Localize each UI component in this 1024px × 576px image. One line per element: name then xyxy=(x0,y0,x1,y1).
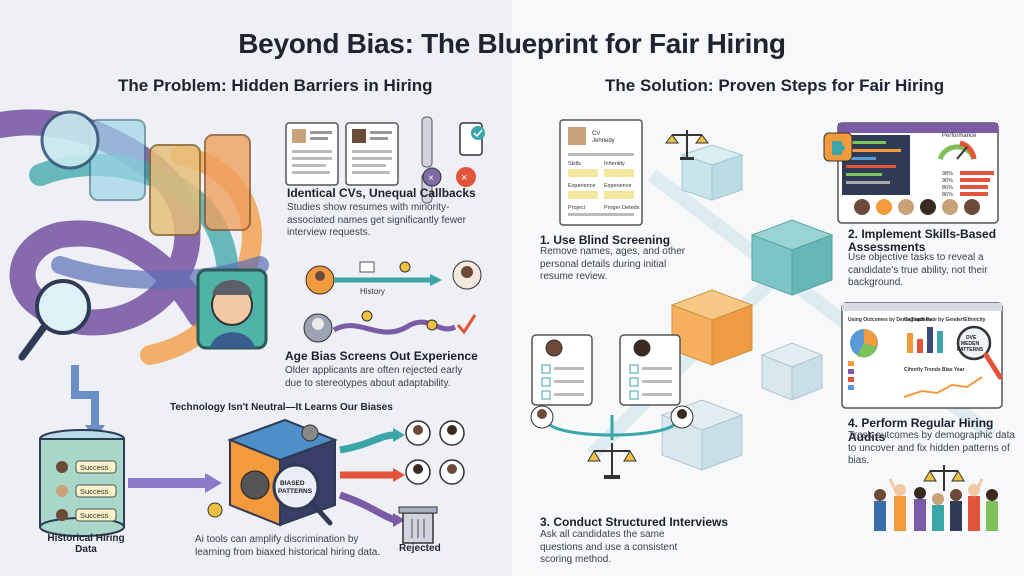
pathway-cubes-icon xyxy=(587,144,997,471)
svg-text:Success: Success xyxy=(80,511,109,520)
magnifier-icon xyxy=(18,279,91,361)
structured-interview-icon xyxy=(530,334,694,479)
ribbon-maze-icon xyxy=(0,109,269,365)
svg-text:Experience: Experience xyxy=(604,183,632,189)
svg-text:Experience: Experience xyxy=(568,183,596,189)
svg-text:Inhentity: Inhentity xyxy=(604,161,625,167)
age-bias-desc: Older applicants are often rejected earl… xyxy=(285,365,463,389)
svg-text:BIASED: BIASED xyxy=(280,480,305,487)
step2-desc: Use objective tasks to reveal a candidat… xyxy=(848,252,988,288)
step4-desc: Trask outcomes by demographic data to un… xyxy=(848,430,1015,466)
step1-desc: Remove names, ages, and other personal d… xyxy=(540,246,686,282)
solution-heading: The Solution: Proven Steps for Fair Hiri… xyxy=(605,76,945,95)
svg-text:PATTERNS: PATTERNS xyxy=(278,488,313,495)
svg-text:CV: CV xyxy=(592,131,600,137)
svg-text:DVE: DVE xyxy=(966,335,977,341)
audit-dashboard-icon: Using Outcomes by Demographics Callback … xyxy=(841,302,1003,409)
tech-bias-desc: Ai tools can amplify discrimination by l… xyxy=(195,534,381,558)
svg-text:Proger Deteds: Proger Deteds xyxy=(604,205,640,211)
svg-text:Jehnedy: Jehnedy xyxy=(592,138,615,144)
celebrating-team-icon xyxy=(874,465,998,531)
svg-text:×: × xyxy=(428,173,434,184)
svg-text:86%: 86% xyxy=(942,185,953,191)
rejected-label: Rejected xyxy=(399,543,441,554)
step4-title: 4. Perform Regular Hiring Audits xyxy=(848,416,994,444)
cv-bias-desc: Studies show resumes with minority-assoc… xyxy=(287,202,466,238)
skills-assessment-panel-icon: Performance 98% 96% 86% 86% xyxy=(823,122,999,224)
step1-title: 1. Use Blind Screening xyxy=(540,233,671,247)
svg-text:Performance: Performance xyxy=(942,133,977,139)
step3-title: 3. Conduct Structured Interviews xyxy=(540,515,729,529)
svg-text:96%: 96% xyxy=(942,178,953,184)
step2-title: 2. Implement Skills-Based Assessments xyxy=(848,227,997,255)
svg-text:Using Outcomes by Demographics: Using Outcomes by Demographics xyxy=(848,317,931,323)
svg-text:Success: Success xyxy=(80,487,109,496)
historical-data-label: Historical Hiring Data xyxy=(47,533,125,555)
svg-text:PATTERNS: PATTERNS xyxy=(957,347,984,353)
biased-patterns-cube-icon: BIASED PATTERNS xyxy=(207,418,338,527)
svg-text:History: History xyxy=(360,287,385,296)
step3-desc: Ask all candidates the same questions an… xyxy=(540,529,678,565)
svg-text:86%: 86% xyxy=(942,192,953,198)
svg-text:×: × xyxy=(461,172,467,184)
tech-bias-title: Technology Isn't Neutral—It Learns Our B… xyxy=(170,402,393,413)
svg-text:MEDEN: MEDEN xyxy=(961,341,979,347)
problem-heading: The Problem: Hidden Barriers in Hiring xyxy=(118,76,433,95)
candidate-portrait-icon xyxy=(196,268,268,350)
svg-text:Callback Rate by Gender/Ethnic: Callback Rate by Gender/Ethnicity xyxy=(904,317,986,323)
cv-documents-icon: × × xyxy=(285,116,485,204)
page-title: Beyond Bias: The Blueprint for Fair Hiri… xyxy=(238,28,786,59)
svg-text:Success: Success xyxy=(80,463,109,472)
historical-data-tank-icon: Success Success Success xyxy=(39,429,125,537)
problem-illustration: × × History Success Success Success xyxy=(0,109,485,544)
svg-text:98%: 98% xyxy=(942,171,953,177)
solution-illustration: CV Jehnedy Skills Inhentity Experience E… xyxy=(530,119,1003,531)
trash-bin-icon xyxy=(398,506,438,544)
svg-text:Cihnrtly Trends Bias Year: Cihnrtly Trends Bias Year xyxy=(904,367,965,373)
svg-text:Skills: Skills xyxy=(568,161,581,167)
age-bias-title: Age Bias Screens Out Experience xyxy=(285,349,478,363)
blind-resume-icon: CV Jehnedy Skills Inhentity Experience E… xyxy=(559,119,643,226)
cv-bias-title: Identical CVs, Unequal Callbacks xyxy=(287,186,476,200)
svg-text:Project: Project xyxy=(568,205,586,211)
age-timeline-icon: History xyxy=(303,260,482,343)
output-candidates-icon xyxy=(405,420,465,485)
balance-scale-icon xyxy=(665,130,709,160)
